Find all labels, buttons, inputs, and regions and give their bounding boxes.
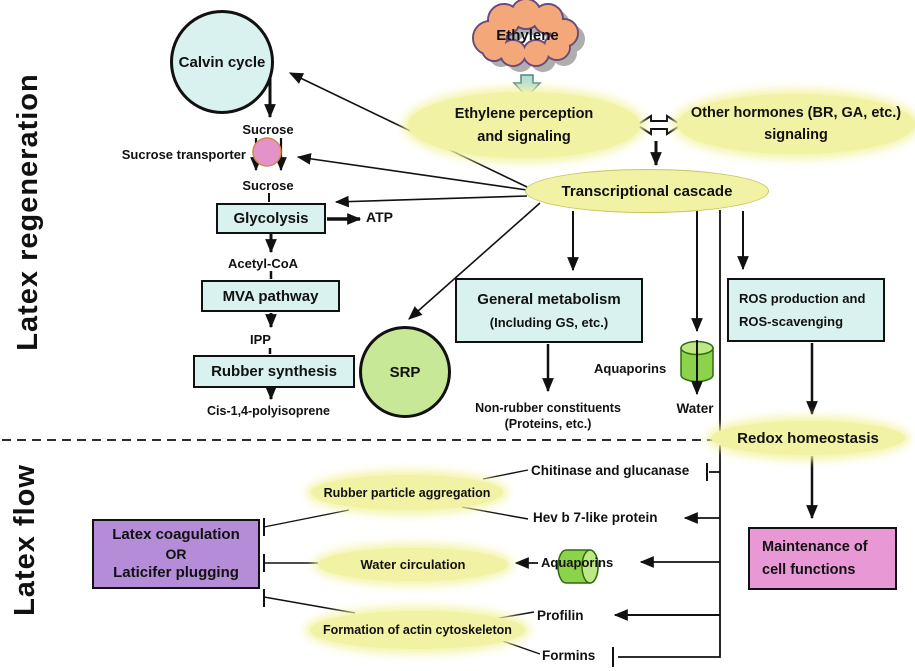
redox-homeostasis-node: Redox homeostasis xyxy=(711,421,905,455)
maintenance-line1: Maintenance of xyxy=(762,539,868,555)
transcriptional-cascade-node: Transcriptional cascade xyxy=(525,169,769,213)
section-label-latex-flow: Latex flow xyxy=(9,464,41,616)
latex-coagulation-node: Latex coagulation OR Laticifer plugging xyxy=(92,519,260,589)
other-hormones-line1: Other hormones (BR, GA, etc.) xyxy=(690,105,902,121)
actin-cytoskeleton-node: Formation of actin cytoskeleton xyxy=(310,611,525,649)
ethylene-perception-line2: and signaling xyxy=(477,128,571,145)
non-rubber-line2: (Proteins, etc.) xyxy=(504,416,592,431)
block-down-arrow-icon xyxy=(512,74,542,99)
general-metabolism-line2: (Including GS, etc.) xyxy=(489,315,609,330)
ethylene-label: Ethylene xyxy=(496,27,559,44)
sucrose-top-label: Sucrose xyxy=(242,122,294,137)
actin-cytoskeleton-label: Formation of actin cytoskeleton xyxy=(323,623,512,637)
redox-homeostasis-label: Redox homeostasis xyxy=(737,429,879,447)
srp-node: SRP xyxy=(359,326,451,418)
sucrose-transporter-icon xyxy=(252,137,282,167)
section-label-latex-regeneration: Latex regeneration xyxy=(12,73,44,351)
double-arrow-icon xyxy=(635,114,683,136)
chitinase-label: Chitinase and glucanase xyxy=(531,463,690,478)
ros-line2: ROS-scavenging xyxy=(739,314,844,329)
glycolysis-node: Glycolysis xyxy=(216,203,326,234)
latex-coagulation-line2: OR xyxy=(165,545,187,562)
water-circulation-label: Water circulation xyxy=(360,557,466,572)
sucrose-transporter-label: Sucrose transporter xyxy=(121,147,246,162)
sucrose-inner-label: Sucrose xyxy=(242,178,294,193)
hev-b7-label: Hev b 7-like protein xyxy=(533,510,658,525)
ethylene-cloud-icon xyxy=(472,0,585,72)
profilin-label: Profilin xyxy=(537,608,584,623)
mva-pathway-label: MVA pathway xyxy=(222,287,319,305)
ethylene-perception-node: Ethylene perception and signaling xyxy=(408,92,640,158)
latex-coagulation-line3: Laticifer plugging xyxy=(113,564,239,582)
water-circulation-node: Water circulation xyxy=(318,548,508,581)
mva-pathway-node: MVA pathway xyxy=(201,280,340,312)
non-rubber-line1: Non-rubber constituents xyxy=(475,401,621,415)
srp-label: SRP xyxy=(389,363,421,381)
formins-label: Formins xyxy=(542,648,596,663)
aquaporin-channel-icon xyxy=(680,340,714,396)
non-rubber-label: Non-rubber constituents (Proteins, etc.) xyxy=(458,401,638,432)
acetyl-coa-label: Acetyl-CoA xyxy=(228,256,299,271)
aquaporins-bottom-label: Aquaporins xyxy=(541,555,614,570)
water-label: Water xyxy=(676,401,714,416)
rubber-particle-aggregation-node: Rubber particle aggregation xyxy=(311,475,503,510)
calvin-cycle-node: Calvin cycle xyxy=(170,10,274,114)
rubber-particle-aggregation-label: Rubber particle aggregation xyxy=(323,485,491,500)
latex-coagulation-line1: Latex coagulation xyxy=(112,526,240,544)
other-hormones-node: Other hormones (BR, GA, etc.) signaling xyxy=(677,94,915,154)
maintenance-line2: cell functions xyxy=(762,562,856,578)
atp-label: ATP xyxy=(366,209,393,225)
general-metabolism-node: General metabolism (Including GS, etc.) xyxy=(455,278,643,343)
other-hormones-line2: signaling xyxy=(764,127,828,143)
glycolysis-label: Glycolysis xyxy=(233,210,309,227)
calvin-cycle-label: Calvin cycle xyxy=(178,53,266,71)
aquaporins-top-label: Aquaporins xyxy=(594,361,667,376)
ipp-label: IPP xyxy=(250,332,271,347)
ethylene-perception-line1: Ethylene perception xyxy=(454,105,594,122)
ros-line1: ROS production and xyxy=(739,291,866,306)
ros-node: ROS production and ROS-scavenging xyxy=(727,278,885,342)
aquaporin-channel-bottom-icon xyxy=(557,549,599,584)
rubber-synthesis-node: Rubber synthesis xyxy=(193,355,355,388)
rubber-synthesis-label: Rubber synthesis xyxy=(211,363,337,380)
maintenance-node: Maintenance of cell functions xyxy=(748,527,897,590)
polyisoprene-label: Cis-1,4-polyisoprene xyxy=(207,404,330,418)
general-metabolism-line1: General metabolism xyxy=(477,291,621,308)
transcriptional-cascade-label: Transcriptional cascade xyxy=(561,182,733,200)
